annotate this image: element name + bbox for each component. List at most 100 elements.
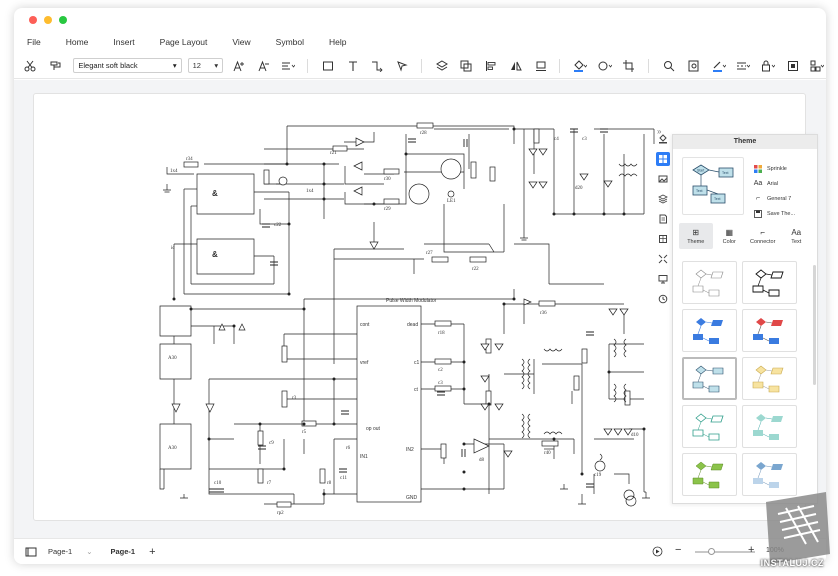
collapse-panel-icon[interactable]: » [657, 127, 662, 136]
zoom-slider[interactable] [695, 551, 755, 553]
ref-label: rp2 [277, 511, 284, 516]
font-size-select[interactable]: 12▾ [187, 58, 224, 73]
connector-icon: ⌐ [760, 227, 766, 237]
line-color-icon[interactable] [710, 57, 728, 75]
cut-icon[interactable] [21, 57, 39, 75]
watermark-text: INSTALUJ.CZ [760, 558, 824, 568]
theme-swatch-light-blue-selected[interactable] [682, 357, 737, 400]
font-icon: Aa [753, 180, 763, 187]
theme-option-general-label: General 7 [767, 195, 792, 202]
line-style-icon[interactable] [596, 57, 614, 75]
color-grid-icon [753, 164, 763, 174]
menu-insert[interactable]: Insert [113, 37, 135, 47]
zoom-out-icon[interactable]: − [675, 544, 682, 556]
fit-icon[interactable] [656, 252, 670, 266]
theme-swatch-blue[interactable] [682, 309, 737, 352]
pin-cont-label: cont [360, 322, 370, 328]
ref-label: 1x4 [306, 189, 314, 194]
theme-swatch-outline-black[interactable] [742, 261, 797, 304]
tab-color-label: Color [722, 238, 736, 245]
theme-swatch-yellow[interactable] [742, 357, 797, 400]
menu-help[interactable]: Help [329, 37, 347, 47]
ref-label: c9 [269, 441, 274, 446]
ref-label: c2 [438, 368, 443, 373]
fill-color-icon[interactable] [571, 57, 589, 75]
text-tool-icon[interactable] [344, 57, 362, 75]
distribute-icon[interactable] [532, 57, 550, 75]
theme-swatch-teal[interactable] [742, 405, 797, 448]
find-replace-icon[interactable] [685, 57, 703, 75]
minimize-window-button[interactable] [44, 16, 52, 24]
align-left-icon[interactable] [482, 57, 500, 75]
toolbar-divider [420, 58, 422, 73]
more-tools-icon[interactable] [809, 57, 827, 75]
and-gate-label: & [212, 189, 218, 198]
data-icon[interactable] [656, 232, 670, 246]
increase-font-icon[interactable] [230, 57, 248, 75]
pointer-tool-icon[interactable] [393, 57, 411, 75]
zoom-in-icon[interactable]: + [748, 544, 755, 556]
menu-home[interactable]: Home [65, 37, 89, 47]
maximize-window-button[interactable] [59, 16, 67, 24]
theme-swatch-steel[interactable] [742, 453, 797, 496]
theme-grid-icon[interactable] [656, 152, 670, 166]
tab-connector[interactable]: ⌐Connector [746, 223, 780, 249]
tab-color[interactable]: ▦Color [713, 223, 747, 249]
tab-theme[interactable]: ⊞Theme [679, 223, 713, 249]
crop-icon[interactable] [621, 57, 639, 75]
menu-symbol[interactable]: Symbol [275, 37, 305, 47]
play-icon[interactable] [652, 546, 663, 559]
format-painter-icon[interactable] [46, 57, 64, 75]
grid-icon: ⊞ [692, 227, 700, 237]
fit-page-icon[interactable] [784, 57, 802, 75]
ref-label: c3 [582, 137, 587, 142]
layers-icon[interactable] [433, 57, 451, 75]
search-icon[interactable] [660, 57, 678, 75]
menu-view[interactable]: View [232, 37, 251, 47]
theme-swatch-red[interactable] [742, 309, 797, 352]
fill-bucket-icon[interactable] [656, 132, 670, 146]
theme-swatch-green[interactable] [682, 453, 737, 496]
presentation-icon[interactable] [656, 272, 670, 286]
theme-swatch-outline-gray[interactable] [682, 261, 737, 304]
connector-tool-icon[interactable] [369, 57, 387, 75]
align-text-icon[interactable] [280, 57, 298, 75]
layers-panel-icon[interactable] [656, 192, 670, 206]
document-icon[interactable] [656, 212, 670, 226]
close-window-button[interactable] [29, 16, 37, 24]
add-page-icon[interactable]: + [149, 545, 156, 558]
page-selector[interactable]: Page-1⌄ [48, 547, 92, 556]
font-family-select[interactable]: Elegant soft black▾ [73, 58, 182, 73]
menu-file[interactable]: File [27, 37, 41, 47]
theme-panel-scrollbar[interactable] [813, 265, 816, 385]
app-window: File Home Insert Page Layout View Symbol… [14, 8, 826, 564]
page-layout-toggle-icon[interactable] [22, 543, 40, 561]
lock-icon[interactable] [759, 57, 777, 75]
save-icon [753, 209, 763, 219]
history-icon[interactable] [656, 292, 670, 306]
flip-icon[interactable] [507, 57, 525, 75]
theme-option-save[interactable]: Save The... [753, 206, 795, 221]
theme-option-sprinkle[interactable]: Sprinkle [753, 161, 795, 176]
theme-option-general[interactable]: ⌐General 7 [753, 191, 795, 206]
rectangle-shape-icon[interactable] [319, 57, 337, 75]
ref-label: r29 [384, 207, 391, 212]
group-icon[interactable] [458, 57, 476, 75]
menu-page-layout[interactable]: Page Layout [159, 37, 208, 47]
ref-label: c10 [214, 481, 222, 486]
toolbar-divider [648, 58, 650, 73]
line-dash-icon[interactable] [734, 57, 752, 75]
pwm-block-label: Pulse Width Modulator [386, 298, 437, 304]
page-tab-1[interactable]: Page-1 [110, 547, 136, 556]
ref-label: c3 [438, 381, 443, 386]
theme-swatch-teal-outline[interactable] [682, 405, 737, 448]
preview-text-label: Text [696, 189, 702, 193]
image-icon[interactable] [656, 172, 670, 186]
decrease-font-icon[interactable] [255, 57, 273, 75]
zoom-slider-handle[interactable] [708, 548, 715, 555]
theme-option-font[interactable]: Aa Arial [753, 176, 795, 191]
theme-option-font-label: Arial [767, 180, 779, 187]
theme-preview[interactable]: Start Text Text Text [682, 157, 744, 215]
